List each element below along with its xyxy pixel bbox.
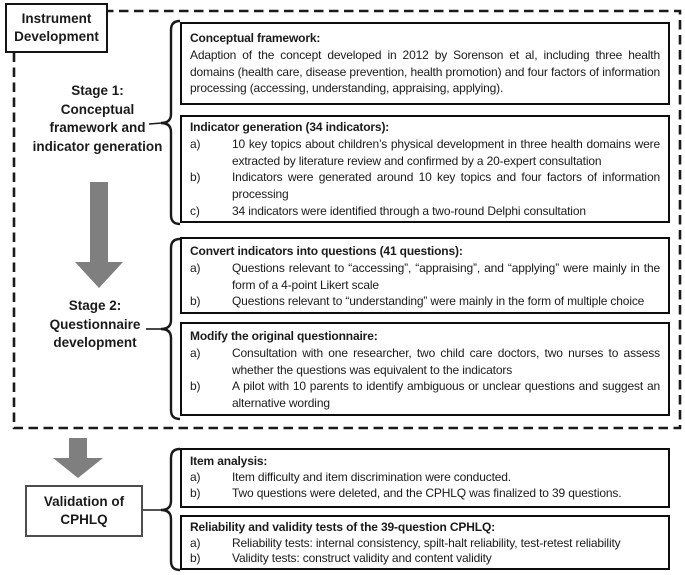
list-text: 10 key topics about children’s physical … [232, 136, 660, 168]
list-marker: b) [190, 551, 201, 566]
list-item: b) Questions relevant to “understanding”… [190, 293, 660, 310]
list-item: a) Reliability tests: internal consisten… [190, 536, 660, 552]
panel-heading: Item analysis: [190, 454, 268, 468]
panel-heading: Reliability and validity tests of the 39… [190, 520, 495, 534]
list-marker: a) [190, 136, 201, 151]
list-text: Validity tests: construct validity and c… [232, 551, 492, 566]
list-text: Reliability tests: internal consistency,… [232, 535, 621, 550]
list-marker: a) [190, 469, 201, 484]
list-text: 34 indicators were identified through a … [232, 203, 586, 218]
down-arrow-icon [53, 438, 103, 478]
panel-body: Adaption of the concept developed in 201… [190, 47, 660, 96]
panel-heading: Modify the original questionnaire: [190, 329, 378, 343]
down-arrow-icon [75, 182, 123, 288]
panel-modify-questionnaire: Modify the original questionnaire: a) Co… [180, 322, 670, 416]
list-text: Questions relevant to “accessing”, “appr… [232, 260, 660, 292]
list-item: b) Two questions were deleted, and the C… [190, 486, 660, 502]
list-text: Consultation with one researcher, two ch… [232, 345, 660, 377]
panel-indicator-generation: Indicator generation (34 indicators): a)… [180, 115, 670, 223]
list-item: c) 34 indicators were identified through… [190, 203, 660, 220]
list-item: b) Validity tests: construct validity an… [190, 551, 660, 567]
list-item: a) Consultation with one researcher, two… [190, 345, 660, 379]
panel-heading: Conceptual framework: [190, 31, 321, 45]
list-marker: a) [190, 260, 201, 275]
list-text: Two questions were deleted, and the CPHL… [232, 485, 622, 500]
validation-curly-brace [160, 447, 181, 572]
panel-reliability-validity: Reliability and validity tests of the 39… [180, 515, 670, 570]
instrument-development-title-box: Instrument Development [5, 3, 108, 53]
panel-item-analysis: Item analysis: a) Item difficulty and it… [180, 448, 670, 508]
list-item: b) A pilot with 10 parents to identify a… [190, 378, 660, 412]
list-item: b) Indicators were generated around 10 k… [190, 169, 660, 203]
list-text: Item difficulty and item discrimination … [232, 469, 511, 484]
list-marker: c) [190, 203, 200, 218]
list-text: Questions relevant to “understanding” we… [232, 294, 645, 309]
list-marker: b) [190, 379, 201, 394]
list-item: a) Questions relevant to “accessing”, “a… [190, 260, 660, 294]
panel-heading: Indicator generation (34 indicators): [190, 120, 390, 134]
dashed-boundary [12, 9, 682, 430]
list-marker: a) [190, 345, 201, 360]
list-item: a) Item difficulty and item discriminati… [190, 470, 660, 486]
list-marker: a) [190, 535, 201, 550]
list-text: Indicators were generated around 10 key … [232, 170, 660, 202]
stage1-label: Stage 1: Conceptual framework and indica… [32, 83, 163, 154]
stage2-label: Stage 2: Questionnaire development [49, 298, 141, 350]
list-marker: b) [190, 485, 201, 500]
list-text: A pilot with 10 parents to identify ambi… [232, 379, 660, 411]
validation-cphlq-box: Validation of CPHLQ [25, 485, 143, 537]
list-marker: b) [190, 294, 201, 309]
stage1-connector-line [148, 122, 163, 125]
panel-convert-questions: Convert indicators into questions (41 qu… [180, 237, 670, 314]
panel-conceptual-framework: Conceptual framework: Adaption of the co… [180, 22, 670, 105]
list-marker: b) [190, 170, 201, 185]
list-item: a) 10 key topics about children’s physic… [190, 136, 660, 170]
panel-heading: Convert indicators into questions (41 qu… [190, 244, 463, 258]
